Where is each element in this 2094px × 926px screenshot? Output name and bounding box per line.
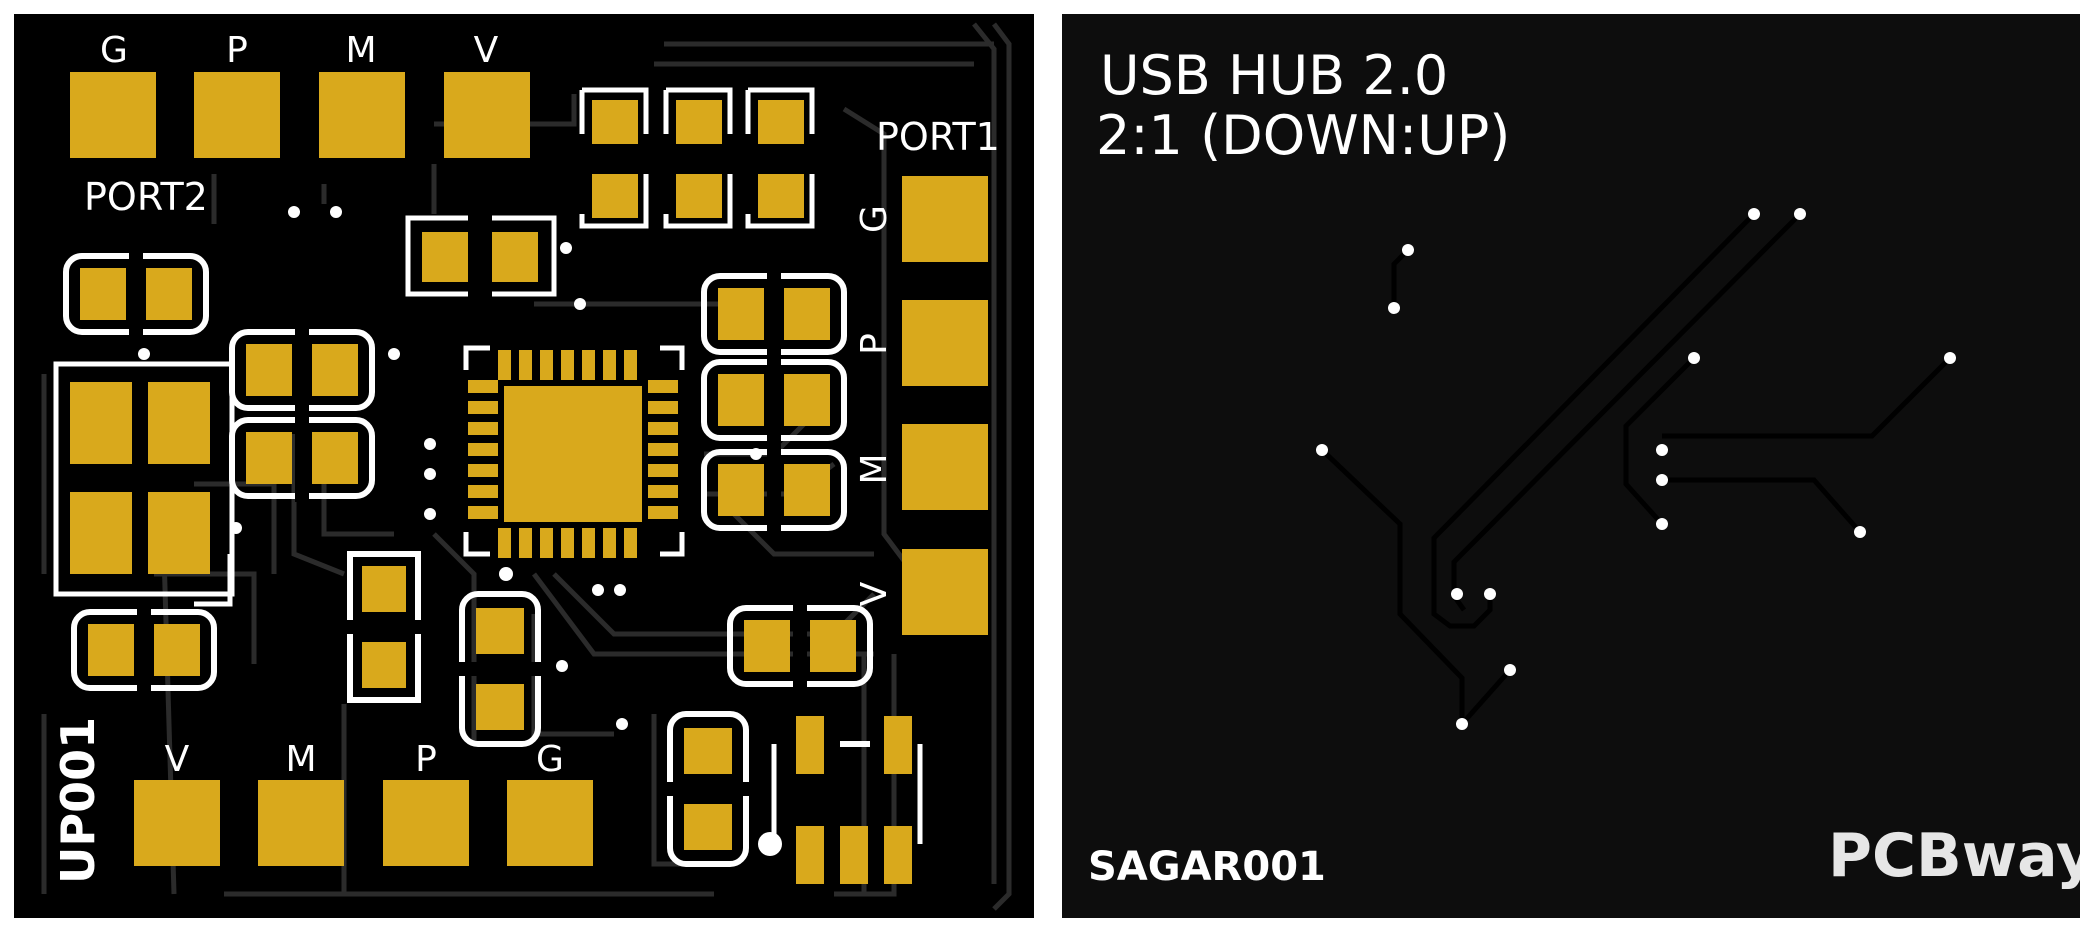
port1-pin-label-v: V [854, 581, 895, 606]
pcbway-watermark: PCBway [1828, 821, 2080, 891]
port1-pad-g [902, 176, 988, 262]
port2-pad-p [194, 72, 280, 158]
author-label: SAGAR001 [1088, 844, 1326, 890]
board-title-line1: USB HUB 2.0 [1100, 44, 1448, 107]
resistor-pair-top [405, 214, 557, 300]
top-cap-array [579, 87, 815, 229]
bottom-pin-label-p: P [415, 739, 437, 780]
back-board-substrate [1062, 14, 2080, 918]
port1-pin-label-m: M [854, 453, 895, 484]
port2-pin-label-m: M [345, 30, 376, 71]
back-vias [1316, 208, 1956, 730]
port2-pad-v [444, 72, 530, 158]
port2-pads [70, 72, 530, 158]
bottom-pin-label-v: V [165, 739, 190, 780]
bottom-pad-p [383, 780, 469, 866]
front-vias [138, 206, 762, 730]
board-id-label: UP001 [51, 717, 105, 884]
port2-pin-label-g: G [100, 30, 128, 71]
port2-pin-label-v: V [474, 30, 499, 71]
port1-pads [902, 176, 988, 635]
bottom-port-pads [134, 780, 593, 866]
port1-pin-label-p: P [854, 333, 895, 355]
back-traces [1320, 212, 1952, 726]
board-title-line2: 2:1 (DOWN:UP) [1096, 104, 1510, 167]
voltage-regulator [758, 716, 923, 884]
bottom-pin-label-m: M [285, 739, 316, 780]
port2-pin-label-p: P [226, 30, 248, 71]
crystal-component [53, 361, 235, 597]
capacitor-pads [80, 268, 856, 850]
port1-label: PORT1 [876, 115, 1000, 159]
port1-pad-v [902, 549, 988, 635]
ic-thermal-pad [504, 386, 642, 522]
port1-pad-m [902, 424, 988, 510]
usb-hub-ic [463, 345, 685, 558]
pcb-front-view: G P M V PORT2 PORT1 G P M V [14, 14, 1034, 918]
bottom-pad-g [507, 780, 593, 866]
bottom-pad-m [258, 780, 344, 866]
port1-pin-label-g: G [854, 205, 895, 233]
port2-pad-g [70, 72, 156, 158]
silk-marks [194, 554, 233, 607]
port1-pad-p [902, 300, 988, 386]
port2-label: PORT2 [84, 175, 208, 219]
bottom-pad-v [134, 780, 220, 866]
port2-pad-m [319, 72, 405, 158]
pcb-back-view: USB HUB 2.0 2:1 (DOWN:UP) SAGAR001 PCBwa… [1062, 14, 2080, 918]
bottom-pin-label-g: G [536, 739, 564, 780]
